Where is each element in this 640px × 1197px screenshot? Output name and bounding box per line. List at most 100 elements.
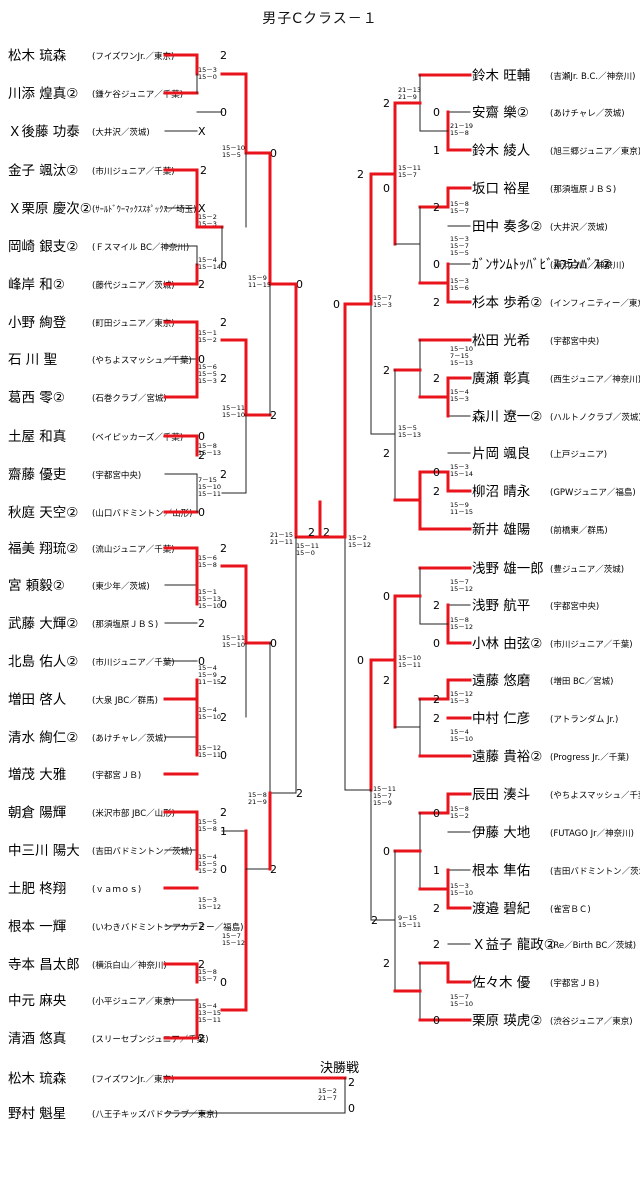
player-name: 田中 奏多② — [472, 218, 542, 235]
player-name: Ｘ後藤 功泰 — [8, 124, 80, 140]
player-name: 柳沼 晴永 — [472, 484, 531, 500]
player-team: (宇都宮ＪＢ) — [550, 978, 599, 989]
player-name: 川添 煌真② — [8, 86, 78, 102]
match-score: 1 — [433, 864, 440, 877]
match-score: 2 — [198, 449, 205, 462]
player-team: (八王子キッズバドクラブ／東京) — [92, 1109, 218, 1120]
set-score: 21－7 — [318, 1094, 337, 1102]
player-team: (スリーセブンジュニア／千葉) — [92, 1034, 209, 1045]
match-score: 2 — [198, 278, 205, 291]
match-score: 0 — [433, 466, 440, 479]
match-score: 0 — [383, 182, 390, 195]
match-score: 2 — [220, 674, 227, 687]
set-score: 15－2 — [198, 336, 217, 344]
player-team: (山口バドミントン／山形) — [92, 508, 192, 519]
set-score: 11－15 — [198, 678, 221, 686]
set-score: 15－11 — [198, 751, 221, 759]
player-name: 齋藤 優吏 — [8, 466, 67, 483]
player-name: 辰田 湊斗 — [472, 786, 530, 803]
set-score: 15－3 — [198, 896, 217, 904]
player-team: (大泉 JBC／群馬) — [92, 695, 158, 706]
player-team: (ハルトノクラブ／茨城) — [550, 412, 640, 423]
match-score: 0 — [433, 106, 440, 119]
match-score: 2 — [220, 711, 227, 724]
set-score: 15－3 — [450, 235, 469, 243]
player-team: (宇都宮中央) — [550, 601, 599, 612]
match-score: 0 — [198, 430, 205, 443]
set-score: 15－11 — [222, 404, 245, 412]
match-score: 0 — [220, 976, 227, 989]
match-score: 2 — [383, 97, 390, 110]
set-score: 15－6 — [198, 363, 217, 371]
player-team: (流山ジュニア／千葉) — [92, 544, 175, 555]
match-score: 0 — [220, 749, 227, 762]
player-team: (吉瀬Jr. B.C.／神奈川) — [550, 71, 635, 82]
player-team: (米沢市部 JBC／山形) — [92, 808, 175, 819]
player-team: (横浜白山／神奈川) — [550, 260, 625, 271]
set-score: 15－8 — [198, 968, 217, 976]
set-score: 15－0 — [296, 549, 315, 557]
match-score: 2 — [198, 617, 205, 630]
player-team: (Ｆスマイル BC／神奈川) — [92, 242, 189, 253]
set-score: 15－11 — [222, 634, 245, 642]
set-score: 15－5 — [398, 424, 417, 432]
set-score: 15－4 — [198, 853, 217, 861]
player-team: (前橋東／群馬) — [550, 525, 608, 536]
player-team: (大井沢／茨城) — [92, 127, 150, 138]
player-team: (市川ジュニア／千葉) — [92, 166, 175, 177]
player-name: 新井 雄陽 — [472, 522, 530, 538]
player-name: 浅野 雄一郎 — [472, 561, 544, 577]
match-score: 2 — [220, 468, 227, 481]
set-score: 15－6 — [198, 554, 217, 562]
set-score: 15－12 — [198, 903, 221, 911]
player-name: Ｘ栗原 慶次② — [8, 201, 92, 217]
set-score: 15－10 — [450, 735, 473, 743]
player-name: 増田 啓人 — [8, 692, 67, 708]
player-team: (市川ジュニア／千葉) — [92, 657, 175, 668]
player-name: 増茂 大雅 — [8, 766, 66, 783]
match-score: 2 — [198, 920, 205, 933]
set-score: 15－9 — [248, 274, 267, 282]
set-score: 15－8 — [198, 825, 217, 833]
set-score: 15－13 — [398, 431, 421, 439]
set-score: 9－15 — [398, 914, 417, 922]
player-name: 坂口 裕星 — [472, 181, 530, 197]
player-name: 伊藤 大地 — [472, 825, 531, 841]
set-score: 15－4 — [450, 728, 469, 736]
set-score: 15－7 — [222, 932, 241, 940]
set-score: 21－11 — [270, 538, 293, 546]
set-score: 15－11 — [398, 921, 421, 929]
set-score: 15－8 — [450, 616, 469, 624]
player-name: 片岡 颯良 — [472, 446, 530, 462]
player-name: 岡崎 銀支② — [8, 239, 78, 255]
player-team: (上戸ジュニア) — [550, 450, 607, 460]
player-name: 遠藤 貴裕② — [472, 749, 542, 765]
player-name: 清水 絢仁② — [8, 730, 78, 746]
set-score: 15－13 — [198, 595, 221, 603]
set-score: 15－11 — [398, 164, 421, 172]
player-team: (GPWジュニア／福島) — [550, 487, 636, 498]
set-score: 15－6 — [450, 284, 469, 292]
match-score: 0 — [383, 845, 390, 858]
set-score: 15－1 — [198, 588, 217, 596]
set-score: 15－3 — [450, 395, 469, 403]
match-score: 0 — [220, 598, 227, 611]
set-score: 15－3 — [373, 301, 392, 309]
set-score: 15－8 — [248, 791, 267, 799]
set-score: 15－11 — [398, 661, 421, 669]
player-team: (雀宮ＢＣ) — [550, 904, 591, 915]
player-name: 土屋 和真 — [8, 429, 66, 445]
player-team: (Progress Jr.／千葉) — [550, 752, 629, 763]
set-score: 15－12 — [450, 623, 473, 631]
player-name: 鈴木 綾人 — [472, 143, 531, 159]
page-title: 男子Cクラス－１ — [262, 11, 378, 27]
set-score: 15－8 — [450, 129, 469, 137]
player-name: 栗原 瑛虎② — [472, 1013, 542, 1029]
player-name: 福美 翔琉② — [8, 541, 78, 557]
set-score: 15－7 — [450, 993, 469, 1001]
player-name: 小林 由弦② — [472, 636, 542, 652]
match-score: 2 — [198, 1032, 205, 1045]
match-score: 2 — [220, 372, 227, 385]
player-name: 野村 魁星 — [8, 1106, 66, 1122]
player-name: 北島 佑人② — [8, 654, 78, 670]
